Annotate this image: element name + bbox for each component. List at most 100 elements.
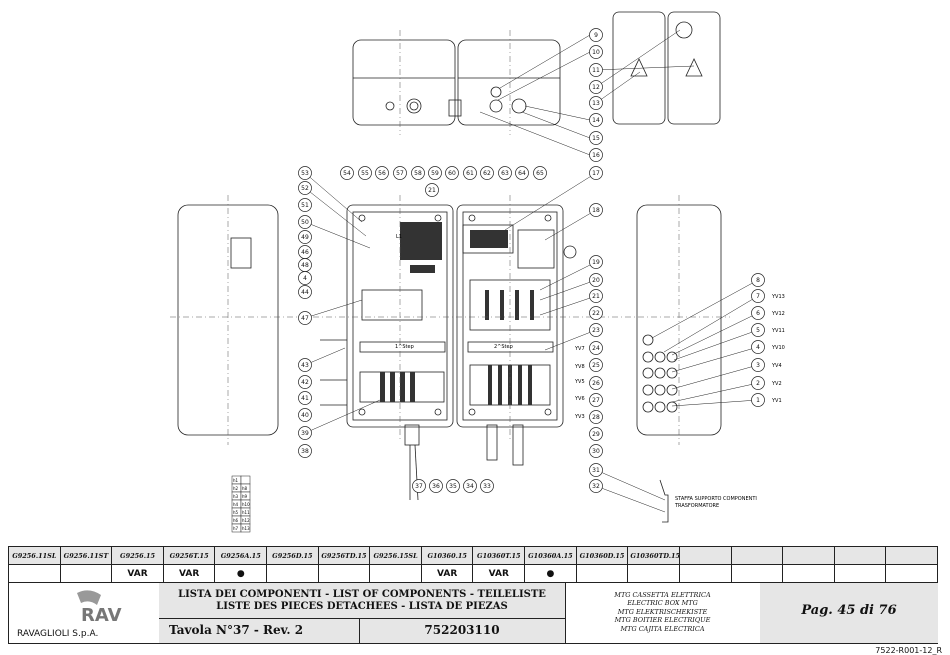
variant-code: G9256A.15 (214, 546, 268, 565)
variant-value (833, 564, 887, 583)
dark-components (380, 222, 534, 405)
page-cell: Pag. 45 di 76 (760, 583, 938, 643)
callout-number: 50 (301, 219, 309, 226)
legend-cell: h10 (242, 502, 250, 507)
callout-58: 58 (411, 166, 425, 180)
callout-number: 6 (756, 310, 760, 317)
callout-number: 8 (756, 277, 760, 284)
callout-5: 5 (751, 323, 765, 337)
variant-code: G10360.15 (420, 546, 474, 565)
callout-number: 33 (483, 483, 491, 490)
callout-number: 44 (301, 289, 309, 296)
variant-value: VAR (111, 564, 164, 583)
callout-number: 19 (592, 259, 600, 266)
callout-number: 49 (301, 234, 309, 241)
callout-51: 51 (298, 198, 312, 212)
callout-number: 26 (592, 380, 600, 387)
callout-number: 28 (592, 414, 600, 421)
callout-62: 62 (480, 166, 494, 180)
callout-number: 63 (501, 170, 509, 177)
callout-26: 26 (589, 376, 603, 390)
variant-code: G9256D.15 (266, 546, 319, 565)
callout-25: 25 (589, 358, 603, 372)
variant-value (8, 564, 61, 583)
exploded-electrical-box-drawing: 9101112131415165455565758596061626364652… (170, 11, 785, 533)
variant-value (59, 564, 113, 583)
callout-31: 31 (589, 463, 603, 477)
callout-number: 15 (592, 135, 600, 142)
callout-number: 10 (592, 49, 600, 56)
callout-number: 14 (592, 117, 600, 124)
callout-47: 47 (298, 311, 312, 325)
variant-code (678, 546, 732, 565)
bracket-note-1: STAFFA SUPPORTO COMPONENTI (675, 496, 757, 502)
callout-36: 36 (429, 479, 443, 493)
variant-code: G10360T.15 (472, 546, 526, 565)
callout-17: 17 (589, 166, 603, 180)
callout-63: 63 (498, 166, 512, 180)
list-title-line-1: LISTA DEI COMPONENTI - LIST OF COMPONENT… (178, 589, 546, 600)
callout-number: 47 (301, 315, 309, 322)
bracket-note-2: TRASFORMATORE (674, 503, 719, 509)
callout-53: 53 (298, 166, 312, 180)
tavola-number: Tavola N°37 - Rev. 2 (169, 623, 304, 637)
callout-number: 51 (301, 202, 309, 209)
callout-13: 13 (589, 96, 603, 110)
callout-number: 27 (592, 397, 600, 404)
valve-label: YV7 (574, 346, 585, 352)
callout-23: 23 (589, 323, 603, 337)
callout-number: 48 (301, 262, 309, 269)
callout-number: 7 (756, 293, 760, 300)
callout-number: 62 (483, 170, 491, 177)
variant-value (369, 564, 422, 583)
callout-number: 39 (301, 430, 309, 437)
drawing-code: 752203110 (424, 623, 500, 637)
callout-number: 65 (536, 170, 544, 177)
description-fr: MTG BOITIER ELECTRIQUE (614, 616, 711, 625)
warning-panel-right (667, 11, 721, 125)
callout-number: 9 (594, 32, 598, 39)
callout-46: 46 (298, 245, 312, 259)
valve-label: YV2 (771, 381, 782, 387)
legend-cell: h4 (233, 502, 239, 507)
valve-label: YV11 (771, 328, 785, 334)
variant-value (575, 564, 629, 583)
lid-right (457, 39, 561, 126)
variant-value: VAR (472, 564, 526, 583)
callout-number: 25 (592, 362, 600, 369)
callout-18: 18 (589, 203, 603, 217)
callout-number: 17 (592, 170, 600, 177)
callout-28: 28 (589, 410, 603, 424)
callout-61: 61 (463, 166, 477, 180)
callout-14: 14 (589, 113, 603, 127)
company-name: RAVAGLIOLI S.p.A. (17, 629, 99, 639)
callout-number: 59 (431, 170, 439, 177)
callout-35: 35 (446, 479, 460, 493)
label-1step: 1^Step (395, 344, 414, 350)
description-en: ELECTRIC BOX MTG (627, 599, 698, 608)
callout-number: 22 (592, 310, 600, 317)
callout-number: 21 (592, 293, 600, 300)
callout-number: 5 (756, 327, 760, 334)
callout-number: 37 (415, 483, 423, 490)
callout-20: 20 (589, 273, 603, 287)
callout-number: 61 (466, 170, 474, 177)
callout-41: 41 (298, 391, 312, 405)
callout-number: 3 (756, 362, 760, 369)
callout-52: 52 (298, 181, 312, 195)
variant-code: G10360D.15 (575, 546, 629, 565)
callout-15: 15 (589, 131, 603, 145)
callout-12: 12 (589, 80, 603, 94)
description-cell: MTG CASSETTA ELETTRICA ELECTRIC BOX MTG … (565, 583, 761, 643)
callout-21: 21 (425, 183, 439, 197)
callout-number: 56 (378, 170, 386, 177)
callout-11: 11 (589, 63, 603, 77)
legend-cell: h9 (242, 494, 248, 499)
callout-number: 2 (756, 380, 760, 387)
variant-value (266, 564, 319, 583)
callout-number: 13 (592, 100, 600, 107)
variant-value (317, 564, 371, 583)
